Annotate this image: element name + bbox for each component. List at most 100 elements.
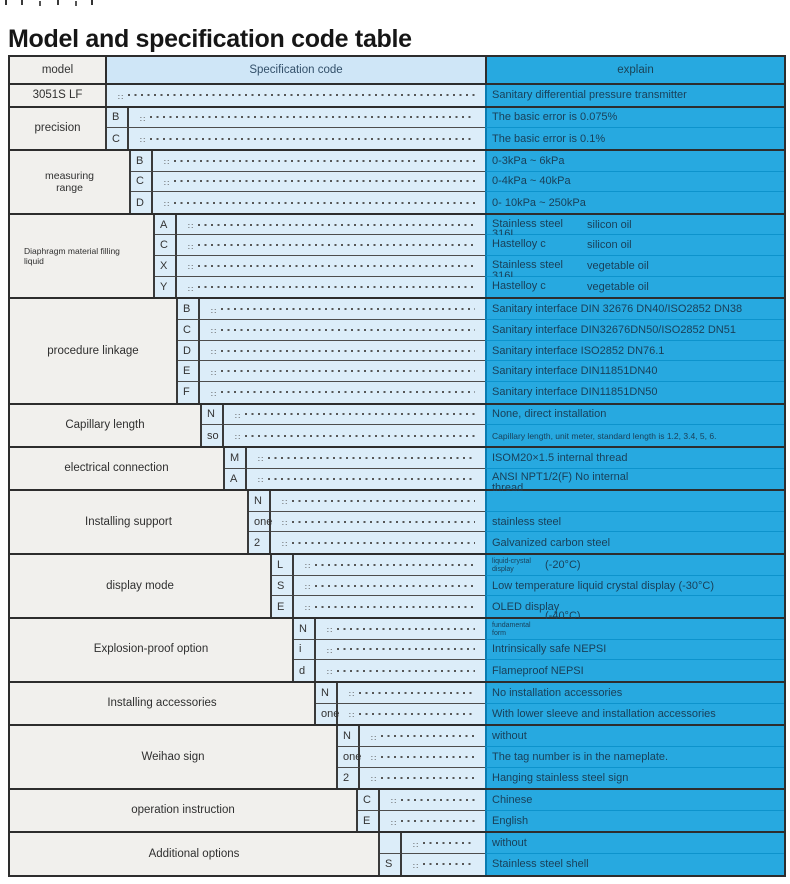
code-cell: D [178,340,200,362]
explain-cell: Sanitary interface DIN11851DN40 [485,361,784,382]
code-cell: N [316,682,338,704]
leader-start-dots [282,498,287,507]
dotted-leader [359,691,475,694]
explain-text: 0- 10kPa ~ 250kPa [492,196,586,209]
table-row: EEnglish [358,810,784,832]
leader-start-dots [371,775,376,784]
dotted-leader [359,712,475,715]
dotted-leader [337,648,475,651]
code-cell: L [272,555,294,576]
leader-start-dots [188,285,193,294]
dotted-leader [381,776,475,779]
table-row: soCapillary length, unit meter, standard… [202,425,784,446]
dotted-leader [174,159,475,162]
explain-cell: stainless steel [485,511,784,533]
code-cell: 2 [338,767,360,789]
dotted-leader [292,520,475,523]
dotted-leader [315,584,475,587]
dotted-leader [381,755,475,758]
fill-liquid-text: vegetable oil [587,259,649,272]
leader-start-dots [211,327,216,336]
explain-text: Chinese [492,793,533,806]
dotted-leader-cell [294,596,485,618]
code-cell: Y [155,276,177,298]
explain-cell: Sanitary interface ISO2852 DN76.1 [485,340,784,362]
clipped-text-artifact [5,0,7,5]
table-row: NNo installation accessories [316,682,784,704]
group-label: Explosion-proof option [10,619,294,681]
explain-cell: Sanitary differential pressure transmitt… [485,85,784,106]
code-cell: E [272,596,294,618]
material-text: Hastelloy c [492,238,546,251]
code-cell: one [249,511,272,533]
dotted-leader-cell [129,107,485,129]
dotted-leader-cell [402,854,485,875]
spec-table-body: 3051S LFSanitary differential pressure t… [10,85,784,875]
table-row: AANSI NPT1/2(F) No internal thread [225,468,784,494]
temperature-note: (-20°C) [545,559,581,572]
dotted-leader [221,328,475,331]
leader-start-dots [327,668,332,677]
leader-start-dots [258,476,263,485]
explain-cell: 0-4kPa ~ 40kPa [485,171,784,193]
explain-text: Stainless steel shell [492,858,589,871]
leader-start-dots [305,583,310,592]
spec-group: Installing accessoriesNNo installation a… [10,682,784,727]
explain-text: The tag number is in the nameplate. [492,750,669,763]
dotted-leader-cell [316,619,485,640]
group-label: Capillary length [10,404,202,446]
code-cell: one [316,703,339,725]
explain-text: Sanitary interface DIN32676DN50/ISO2852 … [492,323,736,336]
dotted-leader-cell [177,214,485,236]
dotted-leader-cell [247,468,485,490]
leader-start-dots [371,734,376,743]
table-row: iIntrinsically safe NEPSI [294,639,784,661]
leader-start-dots [349,711,354,720]
dotted-leader-cell [224,425,485,446]
leader-start-dots [349,690,354,699]
explain-cell: With lower sleeve and installation acces… [485,703,784,725]
code-cell: N [338,726,360,747]
dotted-leader [401,820,475,823]
table-row: CThe basic error is 0.1% [107,128,784,149]
fill-liquid-text: silicon oil [587,239,632,252]
leader-start-dots [282,519,287,528]
spec-group: Installing supportNonestainless steel2Ga… [10,491,784,556]
dotted-leader [245,413,475,416]
dotted-leader-cell [200,299,485,321]
leader-start-dots [188,243,193,252]
explain-cell: 0-3kPa ~ 6kPa [485,150,784,172]
dotted-leader [150,137,475,140]
dotted-leader-cell [177,235,485,257]
dotted-leader [198,286,475,289]
code-cell: B [107,107,129,129]
dotted-leader-cell [294,575,485,597]
explain-cell: Chinese [485,790,784,811]
code-cell: i [294,639,316,661]
leader-start-dots [211,369,216,378]
table-row: MISOM20×1.5 internal thread [225,447,784,469]
fill-liquid-text: vegetable oil [587,281,649,294]
spec-group: 3051S LFSanitary differential pressure t… [10,85,784,108]
code-cell: one [338,746,361,768]
table-row: B0-3kPa ~ 6kPa [131,150,784,172]
group-label: Installing support [10,491,249,554]
explain-text: None, direct installation [492,408,607,421]
table-row: BThe basic error is 0.075% [107,107,784,129]
dotted-leader-cell [129,128,485,149]
explain-text: OLED display [492,600,560,613]
dotted-leader-cell [271,532,485,554]
explain-cell: Stainless steel shell [485,854,784,875]
dotted-leader [221,308,475,311]
explain-text: Sanitary interface DIN 32676 DN40/ISO285… [492,303,743,316]
code-cell: C [131,171,153,193]
group-label: Diaphragm material filling liquid [10,214,155,298]
spec-group: precisionBThe basic error is 0.075%CThe … [10,107,784,151]
explain-cell: Hanging stainless steel sign [485,767,784,789]
leader-start-dots [188,263,193,272]
code-cell: N [249,491,271,512]
leader-start-dots [391,819,396,828]
dotted-leader-cell [271,491,485,512]
explain-cell: English [485,810,784,832]
